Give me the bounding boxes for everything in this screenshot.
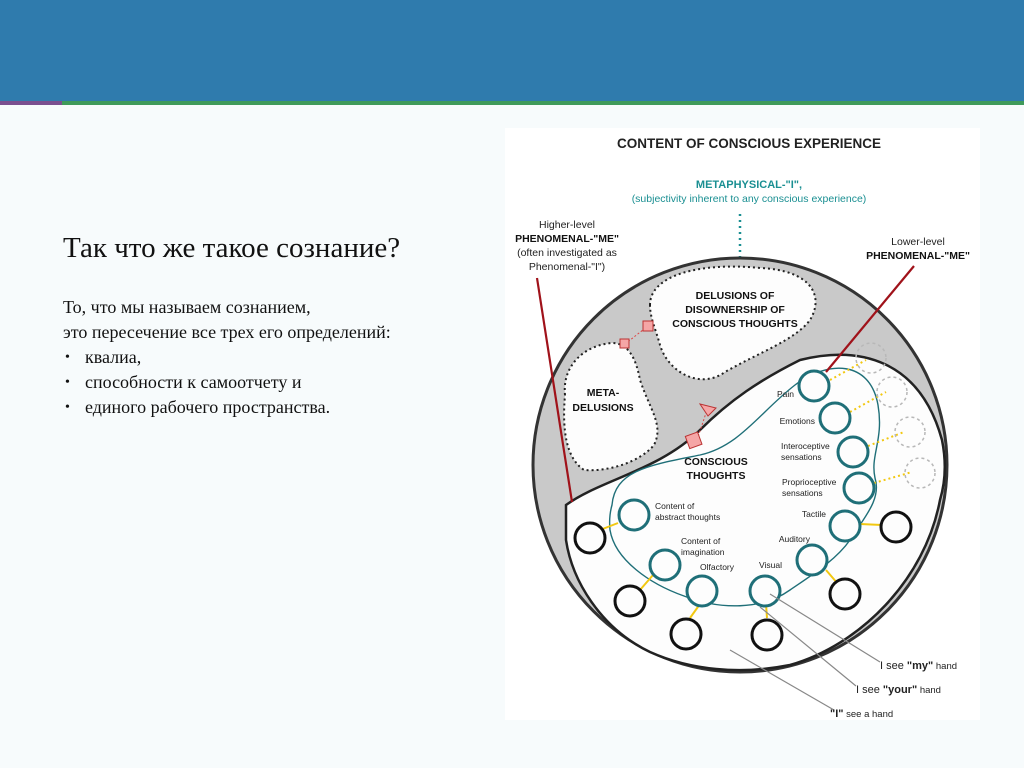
label-pain: Pain bbox=[777, 389, 794, 399]
bullet-qualia: квалиа, bbox=[63, 345, 493, 370]
consciousness-diagram: CONTENT OF CONSCIOUS EXPERIENCE METAPHYS… bbox=[505, 128, 980, 720]
higher-level-line3: (often investigated as bbox=[517, 247, 617, 259]
lower-level-line2: PHENOMENAL-"ME" bbox=[866, 250, 970, 262]
lower-level-pointer bbox=[825, 265, 915, 373]
see-pointers bbox=[729, 593, 881, 711]
slide-body: То, что мы называем сознанием, это перес… bbox=[63, 295, 493, 420]
top-banner bbox=[0, 0, 1024, 101]
phenomenal-boundary bbox=[608, 367, 881, 607]
lower-level-line1: Lower-level bbox=[891, 236, 945, 248]
metaphysical-title: METAPHYSICAL-"I", bbox=[696, 179, 802, 191]
see-your-hand: I see "your" hand bbox=[856, 684, 941, 696]
diagram-canvas: CONTENT OF CONSCIOUS EXPERIENCE METAPHYS… bbox=[515, 136, 970, 720]
delusion-marker-top bbox=[642, 320, 654, 332]
meta-delusions-blob bbox=[563, 341, 659, 472]
label-auditory: Auditory bbox=[779, 534, 811, 544]
banner-divider bbox=[0, 101, 1024, 105]
bullet-self-report: способности к самоотчету и bbox=[63, 370, 493, 395]
conscious-thoughts-marker bbox=[684, 431, 703, 450]
banner-accent bbox=[0, 101, 62, 105]
see-my-hand: I see "my" hand bbox=[880, 660, 957, 672]
delusions-blob bbox=[648, 265, 817, 381]
label-imagination-2: imagination bbox=[681, 547, 725, 557]
label-proprioceptive-2: sensations bbox=[782, 488, 823, 498]
higher-level-line1: Higher-level bbox=[539, 219, 595, 231]
higher-level-line2: PHENOMENAL-"ME" bbox=[515, 233, 619, 245]
conscious-thoughts-line2: THOUGHTS bbox=[687, 470, 746, 482]
label-proprioceptive-1: Proprioceptive bbox=[782, 477, 837, 487]
definition-list: квалиа, способности к самоотчету и едино… bbox=[63, 345, 493, 420]
label-imagination-1: Content of bbox=[681, 536, 721, 546]
delusions-line3: CONSCIOUS THOUGHTS bbox=[672, 318, 797, 330]
label-interoceptive-1: Interoceptive bbox=[781, 441, 830, 451]
conscious-thoughts-line1: CONSCIOUS bbox=[684, 456, 748, 468]
intro-line-1: То, что мы называем сознанием, bbox=[63, 297, 311, 317]
label-emotions: Emotions bbox=[780, 416, 815, 426]
outer-nodes bbox=[573, 510, 913, 652]
delusions-line2: DISOWNERSHIP OF bbox=[685, 304, 785, 316]
bullet-workspace: единого рабочего пространства. bbox=[63, 395, 493, 420]
i-see-a-hand: "I" see a hand bbox=[830, 708, 893, 720]
metaphysical-subtitle: (subjectivity inherent to any conscious … bbox=[632, 193, 867, 205]
meta-delusions-line1: META- bbox=[587, 387, 620, 399]
delusions-line1: DELUSIONS OF bbox=[696, 290, 775, 302]
slide-title: Так что же такое сознание? bbox=[63, 232, 401, 264]
label-visual: Visual bbox=[759, 560, 782, 570]
label-olfactory: Olfactory bbox=[700, 562, 735, 572]
label-abstract-1: Content of bbox=[655, 501, 695, 511]
meta-delusions-line2: DELUSIONS bbox=[572, 402, 633, 414]
delusion-marker-mid bbox=[698, 403, 717, 417]
label-interoceptive-2: sensations bbox=[781, 452, 822, 462]
diagram-title: CONTENT OF CONSCIOUS EXPERIENCE bbox=[617, 136, 881, 151]
dashed-circles bbox=[855, 342, 936, 489]
teal-nodes bbox=[617, 369, 876, 608]
label-tactile: Tactile bbox=[802, 509, 826, 519]
higher-level-line4: Phenomenal-"I") bbox=[529, 261, 605, 273]
higher-level-pointer bbox=[535, 277, 574, 503]
label-abstract-2: abstract thoughts bbox=[655, 512, 720, 522]
meta-marker bbox=[619, 338, 630, 349]
intro-line-2: это пересечение все трех его определений… bbox=[63, 322, 391, 342]
